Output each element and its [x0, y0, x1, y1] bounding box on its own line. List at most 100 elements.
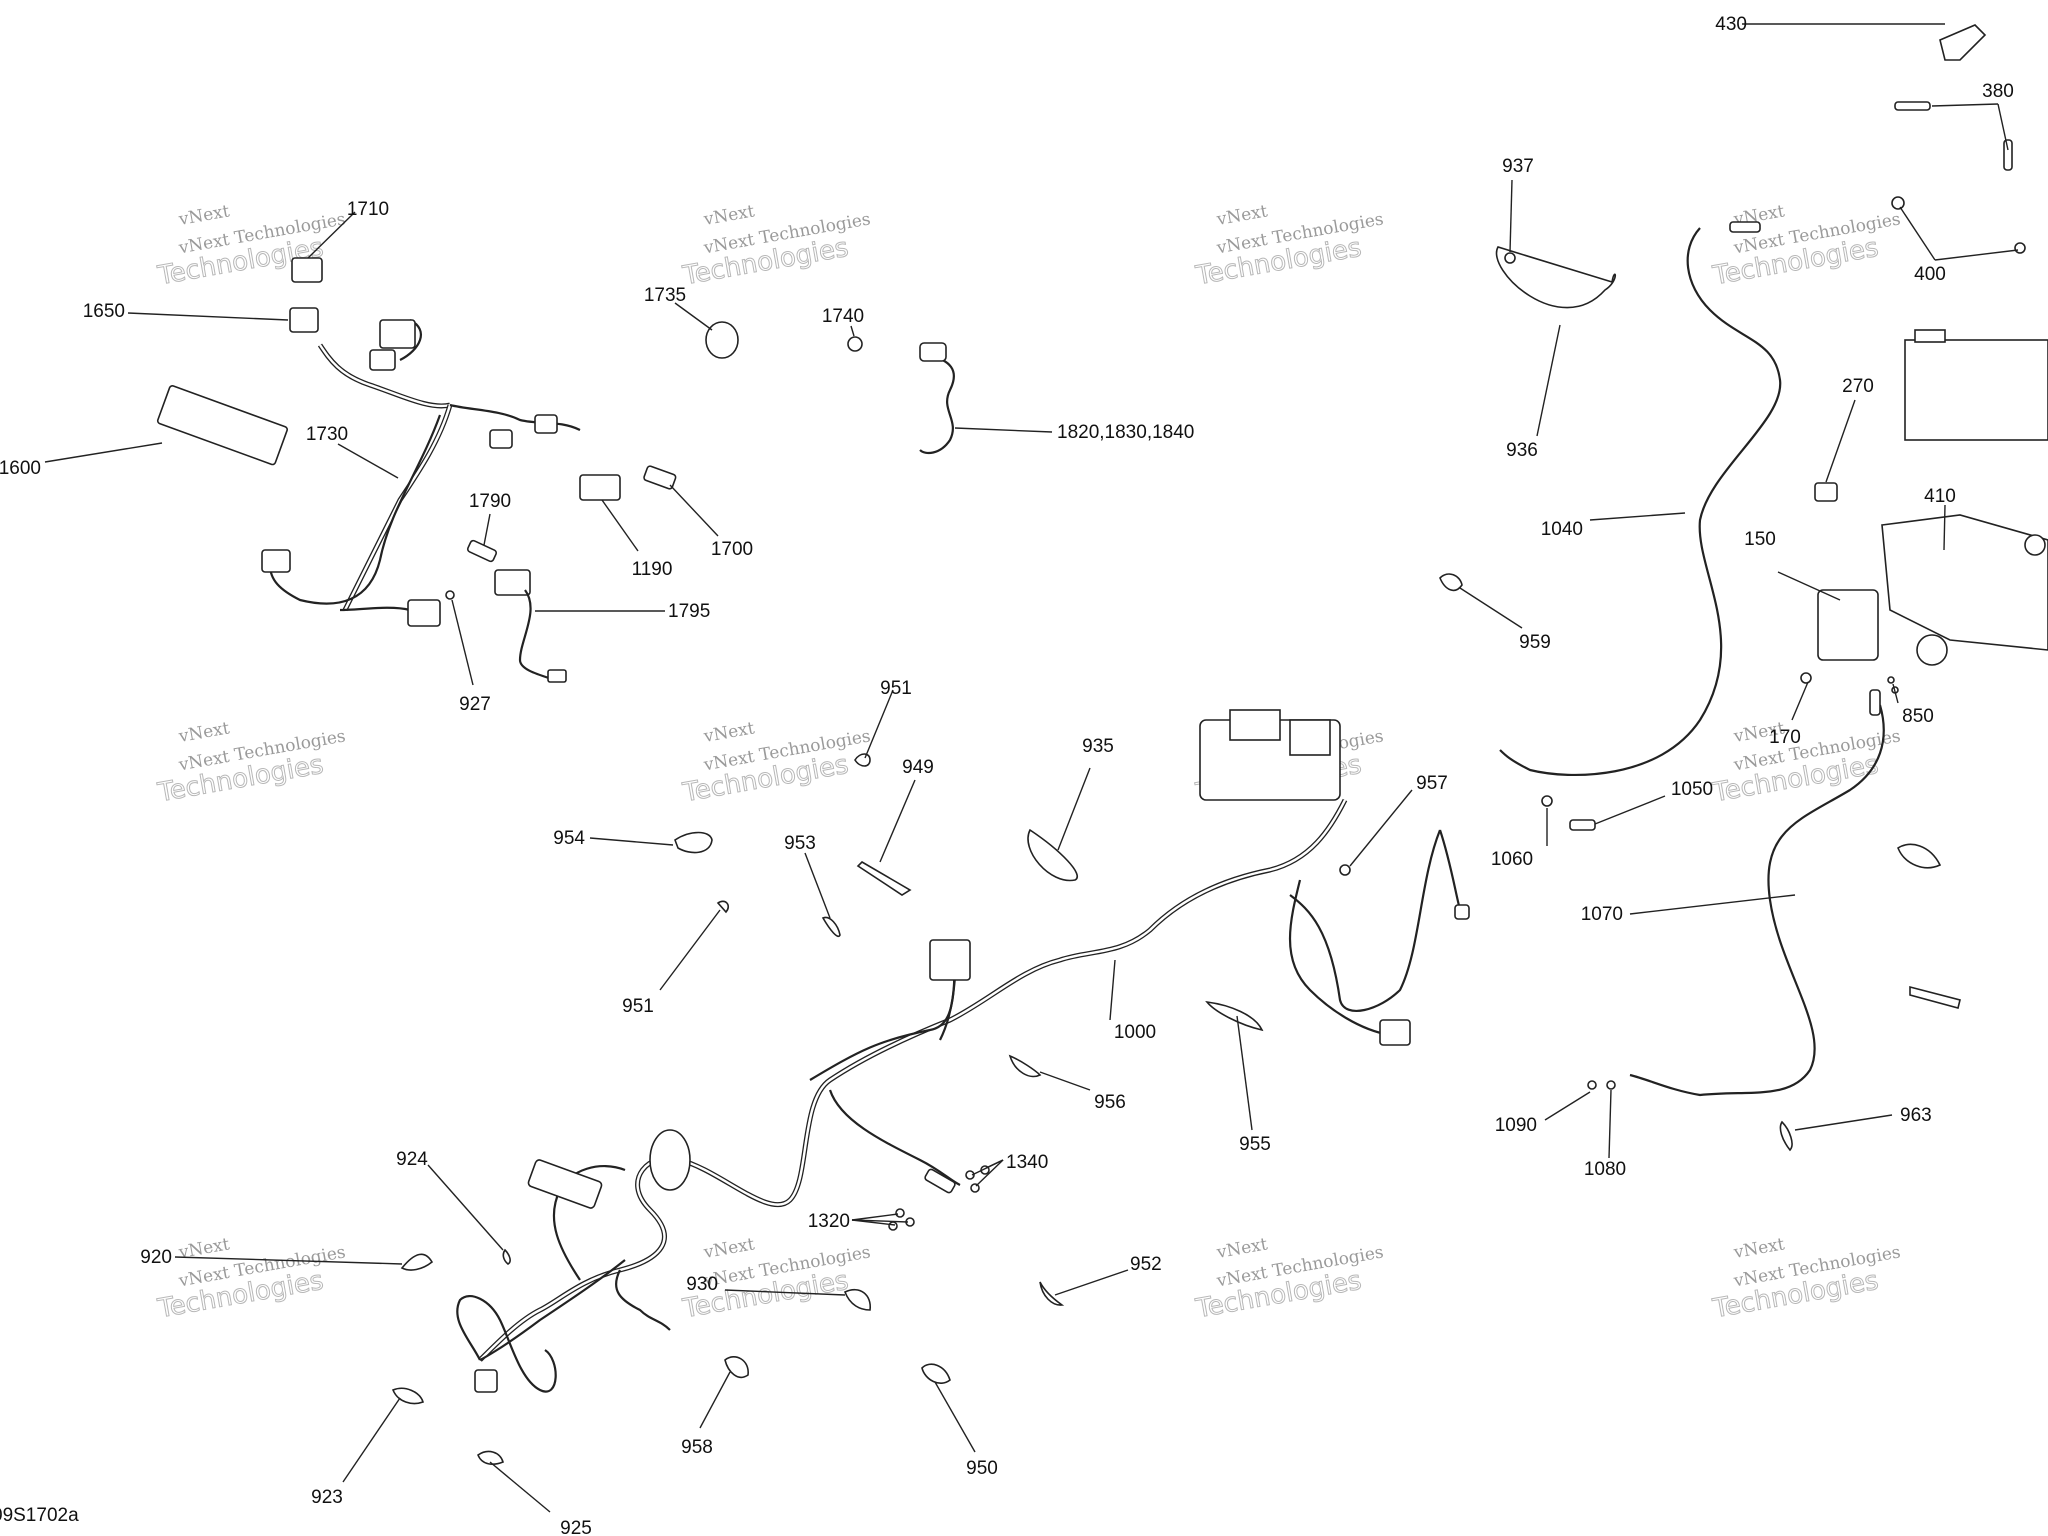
callout-1820: 1820,1830,1840	[1057, 422, 1194, 443]
part-959	[1439, 573, 1463, 592]
part-1190	[579, 474, 621, 501]
watermark: vNext vNext Technologies Technologies	[680, 718, 873, 809]
harness-connector	[407, 599, 441, 627]
part-955	[1205, 1000, 1264, 1032]
callout-270: 270	[1842, 376, 1874, 397]
svg-text:vNext: vNext	[701, 1234, 756, 1263]
callout-927: 927	[459, 694, 491, 715]
part-850-connector	[1916, 634, 1948, 666]
callout-936: 936	[1506, 440, 1538, 461]
svg-text:vNext: vNext	[176, 718, 231, 747]
part-850a	[1887, 676, 1895, 684]
harness-connector	[489, 429, 513, 449]
part-936	[1495, 246, 1617, 309]
callout-1080: 1080	[1584, 1159, 1626, 1180]
part-1735	[705, 321, 739, 359]
part-170	[1800, 672, 1812, 684]
harness-connector	[474, 1369, 498, 1393]
callout-951-upper: 951	[880, 678, 912, 699]
callout-963: 963	[1900, 1105, 1932, 1126]
callout-150: 150	[1744, 529, 1776, 550]
callout-949: 949	[902, 757, 934, 778]
part-957	[1339, 864, 1351, 876]
part-1050	[1569, 819, 1596, 831]
part-right-tie	[1897, 843, 1942, 869]
svg-text:vNext: vNext	[701, 718, 756, 747]
part-924	[502, 1248, 511, 1265]
callout-1790: 1790	[469, 491, 511, 512]
callout-1090: 1090	[1495, 1115, 1537, 1136]
main-harness	[456, 709, 1470, 1393]
svg-text:vNext: vNext	[1731, 1234, 1786, 1263]
part-400a	[1891, 196, 1905, 210]
relay-block	[1289, 719, 1331, 756]
callout-959: 959	[1519, 632, 1551, 653]
callout-430: 430	[1715, 14, 1747, 35]
callout-950: 950	[966, 1458, 998, 1479]
callout-951-lower: 951	[622, 996, 654, 1017]
part-1080	[1606, 1080, 1616, 1090]
part-952	[1039, 1281, 1065, 1306]
part-1795-connector	[547, 669, 567, 683]
part-1795	[494, 569, 531, 596]
callout-1040: 1040	[1541, 519, 1583, 540]
part-1740	[847, 336, 863, 352]
part-1060	[1541, 795, 1553, 807]
part-1340	[965, 1170, 975, 1180]
part-920	[400, 1253, 434, 1271]
svg-text:vNext: vNext	[176, 201, 231, 230]
callout-958: 958	[681, 1437, 713, 1458]
part-956	[1008, 1054, 1042, 1078]
svg-text:vNext: vNext	[1214, 1234, 1269, 1263]
callout-1735: 1735	[644, 285, 686, 306]
part-1090	[1587, 1080, 1597, 1090]
callout-957: 957	[1416, 773, 1448, 794]
grommet	[649, 1129, 691, 1191]
part-150	[1817, 589, 1879, 661]
part-951-bottom	[716, 900, 730, 914]
part-right-strip	[1909, 985, 1961, 1009]
callout-952: 952	[1130, 1254, 1162, 1275]
part-1320	[895, 1208, 905, 1218]
callout-1650: 1650	[83, 301, 125, 322]
cable-1040-lug	[1729, 221, 1761, 233]
callout-1710: 1710	[347, 199, 389, 220]
callout-170: 170	[1769, 727, 1801, 748]
cable-1070	[1629, 704, 1885, 1097]
callout-924: 924	[396, 1149, 428, 1170]
drawing-code: 09S1702a	[0, 1505, 79, 1526]
harness-connector	[1454, 904, 1470, 920]
callout-1320: 1320	[808, 1211, 850, 1232]
part-949	[856, 860, 912, 896]
callout-1000: 1000	[1114, 1022, 1156, 1043]
watermark: vNext vNext Technologies Technologies	[1710, 201, 1903, 292]
svg-text:vNext: vNext	[1214, 201, 1269, 230]
part-1320c	[888, 1221, 898, 1231]
upper-left-harness	[156, 319, 581, 627]
callout-955: 955	[1239, 1134, 1271, 1155]
module-1600	[156, 385, 288, 466]
callout-1070: 1070	[1581, 904, 1623, 925]
part-937	[1504, 252, 1516, 264]
right-side-parts	[1439, 24, 2048, 1152]
leader-lines	[44, 23, 2019, 1513]
part-1820-connector	[919, 342, 947, 362]
harness-connector	[261, 549, 291, 573]
callout-1190: 1190	[632, 559, 673, 580]
watermark: vNext vNext Technologies Technologies	[155, 1234, 348, 1325]
callout-1740: 1740	[822, 306, 864, 327]
part-1710	[291, 257, 323, 283]
part-954	[674, 831, 713, 854]
part-410	[1881, 514, 2048, 651]
svg-text:vNext: vNext	[701, 201, 756, 230]
watermark: vNext vNext Technologies Technologies	[1710, 1234, 1903, 1325]
callout-380: 380	[1982, 81, 2014, 102]
watermark: vNext vNext Technologies Technologies	[680, 201, 873, 292]
part-927	[445, 590, 455, 600]
part-380b	[2003, 139, 2013, 171]
part-950	[921, 1363, 951, 1384]
cable-1070-lug	[1869, 689, 1881, 716]
harness-connector	[924, 1168, 956, 1194]
callout-1700: 1700	[711, 539, 753, 560]
fuse-box-top	[1229, 709, 1281, 741]
